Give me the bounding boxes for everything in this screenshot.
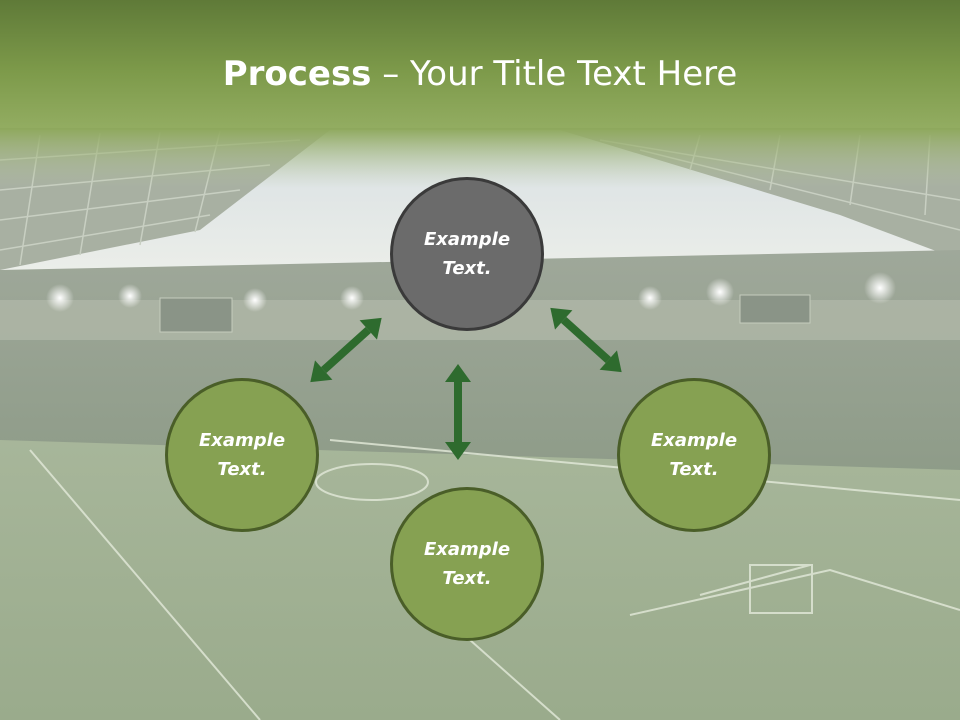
title-rest: – Your Title Text Here [371, 54, 738, 94]
arrow-vertical [445, 364, 471, 460]
node-bottom[interactable]: Example Text. [390, 487, 544, 641]
node-left-text: Example Text. [198, 430, 286, 480]
arrow-top-right [550, 307, 622, 373]
node-right-text: Example Text. [650, 430, 738, 480]
node-right[interactable]: Example Text. [617, 378, 771, 532]
slide-title: Process – Your Title Text Here [0, 52, 960, 96]
node-top-text: Example Text. [423, 229, 511, 279]
title-bold: Process [222, 54, 372, 94]
node-left[interactable]: Example Text. [165, 378, 319, 532]
node-bottom-text: Example Text. [423, 539, 511, 589]
arrow-top-left [310, 317, 382, 383]
node-top[interactable]: Example Text. [390, 177, 544, 331]
